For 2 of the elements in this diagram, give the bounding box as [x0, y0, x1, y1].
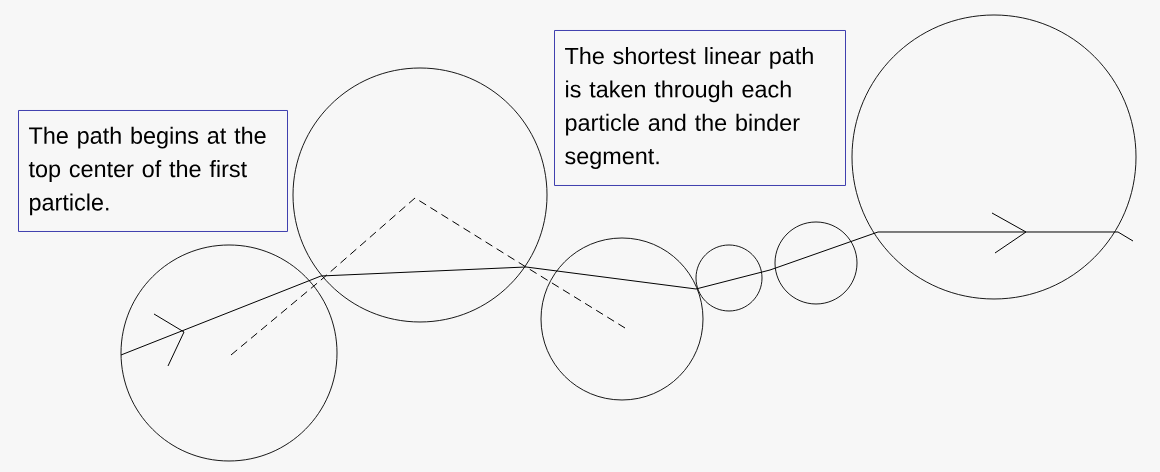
text-box: The shortest linear path is taken through each particle and the binder segment.	[554, 30, 846, 186]
text-box: The path begins at the top center of the first particle.	[18, 110, 288, 232]
